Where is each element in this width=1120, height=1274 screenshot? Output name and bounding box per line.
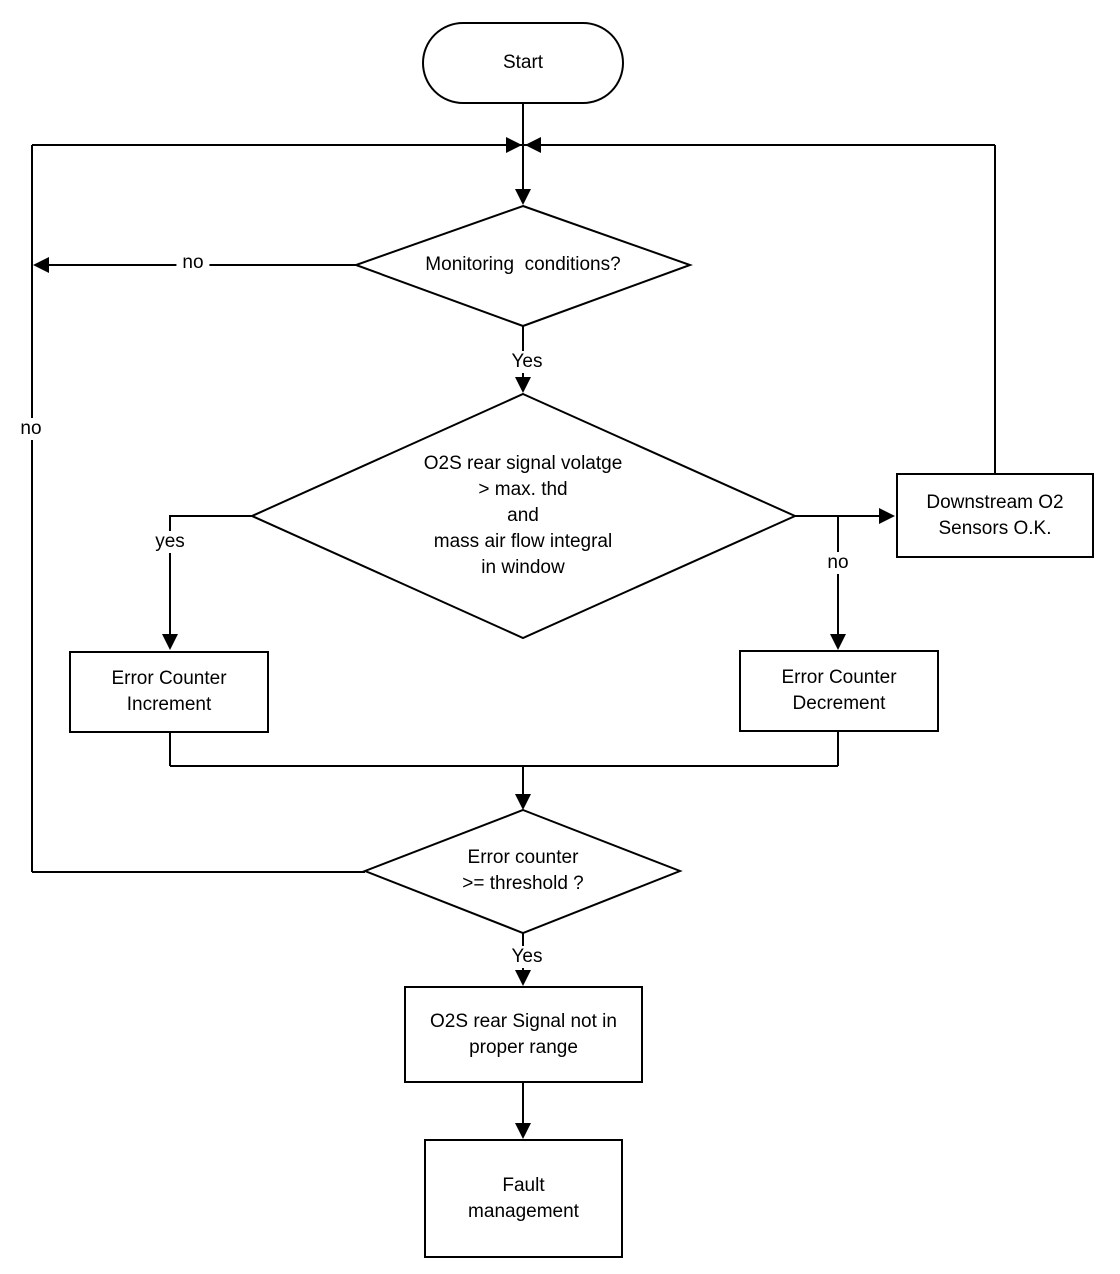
not-in-range-node [404,986,643,1083]
downstream-ok-label: Downstream O2 Sensors O.K. [926,491,1064,539]
start-node-label: Start [502,52,544,73]
arrowhead-into-increment [162,634,178,650]
decrement-node [739,650,939,732]
arrowhead-into-o2s [515,377,531,393]
not-in-range-label: O2S rear Signal not in proper range [430,1010,617,1058]
threshold-decision-diamond [362,808,683,935]
downstream-ok-node [896,473,1094,558]
arrowhead-junction-from-right [525,137,541,153]
o2s-decision-diamond [249,392,798,640]
o2s-no-label: no [821,552,855,574]
arrowhead-into-threshold [515,794,531,810]
threshold-decision-label: Error counter >= threshold ? [462,847,584,894]
monitoring-no-label: no [176,252,210,274]
increment-label: Error Counter Increment [111,668,227,715]
increment-node [69,651,269,733]
monitoring-yes-label: Yes [505,351,549,373]
arrowhead-junction-from-left [506,137,522,153]
arrowhead-monitoring-no [33,257,49,273]
start-node [422,22,624,104]
arrowhead-into-decrement [830,634,846,650]
arrowhead-into-fault [515,1123,531,1139]
threshold-yes-label: Yes [505,946,549,968]
loop-no-label: no [14,418,48,440]
arrowhead-into-range [515,970,531,986]
arrowhead-into-downstream [879,508,895,524]
o2s-yes-label: yes [149,531,191,553]
o2s-decision-label: O2S rear signal volatge > max. thd and m… [423,453,623,578]
fault-management-node [424,1139,623,1258]
arrowhead-into-monitoring [515,189,531,205]
fault-management-label: Fault management [468,1174,579,1222]
edge-o2s-yes [169,515,252,634]
decrement-label: Error Counter Decrement [781,667,897,714]
monitoring-decision-diamond [353,204,693,328]
monitoring-decision-label: Monitoring conditions? [425,254,621,275]
